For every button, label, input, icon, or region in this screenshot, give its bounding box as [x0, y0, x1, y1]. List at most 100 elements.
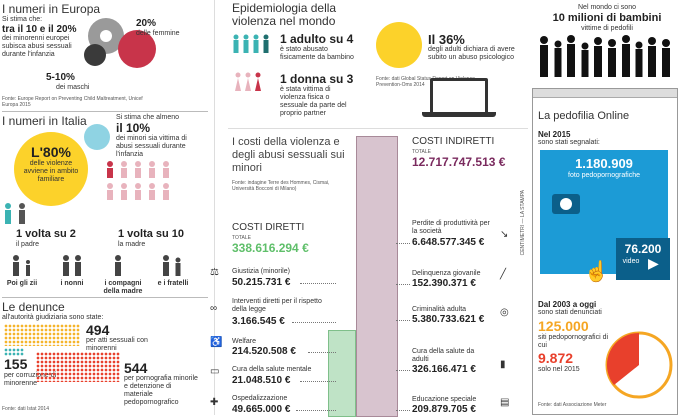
europa-circle-femmine — [118, 30, 156, 68]
italia-role-fratelli: e i fratelli — [157, 280, 189, 287]
italia-title: I numeri in Italia — [2, 114, 87, 128]
epidemiologia-femmine-figures — [235, 72, 261, 91]
costi-diretti-line-4 — [296, 410, 336, 411]
online-title: La pedofilia Online — [538, 110, 630, 122]
denunce-t3: per pornografia minorile e detenzione di… — [124, 375, 198, 406]
epidemiologia-psico-big: Il 36% — [428, 32, 465, 47]
europa-maschi-pct: 5-10% — [46, 72, 75, 83]
costi-diretti-label-2: Welfare — [232, 338, 256, 345]
costi-indiretti-value-2: 5.380.733.621 € — [412, 314, 485, 325]
italia-role-compagni: i compagni della madre — [103, 280, 143, 295]
denunce-n1: 494 — [86, 322, 110, 338]
costi-indiretti-value-4: 209.879.705 € — [412, 404, 476, 415]
costi-indiretti-bar — [356, 136, 398, 417]
online-since: Dal 2003 a oggi — [538, 300, 597, 309]
online-source: Fonte: dati Associazione Meter — [538, 402, 607, 408]
camera-lens — [560, 198, 572, 210]
denunce-title: Le denunce — [2, 300, 65, 314]
epidemiologia-femmine-big: 1 donna su 3 — [280, 72, 354, 86]
italia-circle-teal — [84, 124, 110, 150]
costi-indiretti-label-1: Delinquenza giovanile — [412, 270, 481, 277]
epidemiologia-maschi-figures — [233, 34, 269, 53]
italia-intro: Si stima che almeno — [116, 114, 180, 121]
epidemiologia-circle-yellow — [376, 22, 422, 68]
costi-diretti-total: 338.616.294 € — [232, 241, 309, 255]
costi-diretti-bar — [328, 330, 356, 417]
online-nuovi-num: 9.872 — [538, 350, 574, 366]
italia-madre-label: la madre — [118, 241, 146, 248]
costi-indiretti-total: 12.717.747.513 € — [412, 155, 506, 169]
bambini-post: vittime di pedofili — [581, 25, 633, 32]
costi-indiretti-line-2 — [396, 320, 410, 321]
costi-diretti-line-0 — [300, 283, 336, 284]
bambini-silhouettes — [540, 35, 670, 77]
costi-indiretti-label-2: Criminalità adulta — [412, 306, 467, 313]
costi-indiretti-total-label: TOTALE — [412, 149, 431, 155]
costi-indiretti-label-4: Educazione speciale — [412, 396, 477, 403]
divider-italia-denunce — [2, 297, 208, 298]
divider-epidemiologia-costi — [228, 128, 528, 129]
europa-main-text: dei minorenni europei subisca abusi sess… — [2, 35, 72, 58]
costi-indiretti-title: COSTI INDIRETTI — [412, 136, 495, 147]
online-video-label: video — [622, 258, 640, 265]
costi-diretti-label-3: Cura della salute mentale — [232, 366, 312, 373]
costi-indiretti-value-0: 6.648.577.345 € — [412, 237, 485, 248]
italia-role-nonni: i nonni — [60, 280, 84, 287]
online-siti-num: 125.000 — [538, 318, 589, 334]
epidemiologia-source: Fonte: dati Global Status Report on Viol… — [376, 76, 475, 88]
denunce-block-3 — [36, 352, 120, 382]
epidemiologia-maschi-big: 1 adulto su 4 — [280, 32, 354, 46]
hand-cursor-icon: ☝ — [584, 261, 609, 283]
denunce-n3: 544 — [124, 360, 148, 376]
costi-diretti-value-3: 21.048.510 € — [232, 375, 291, 386]
bambini-big: 10 milioni di bambini — [552, 12, 662, 24]
costi-diretti-label-1: Interventi diretti per il rispetto della… — [232, 298, 322, 313]
target-icon: ◎ — [500, 307, 509, 318]
costi-source: Fonte: indagine Terre des Hommes, Cismai… — [232, 180, 330, 192]
wheelchair-icon: ♿ — [210, 337, 223, 348]
hospital-icon: ✚ — [210, 397, 219, 408]
italia-padre-big: 1 volta su 2 — [16, 228, 76, 240]
italia-circle-big: L'80% — [31, 144, 71, 160]
costi-diretti-value-1: 3.166.545 € — [232, 316, 285, 327]
bambini-pre: Nel mondo ci sono — [578, 4, 636, 11]
italia-roles-figures — [13, 255, 181, 276]
costi-indiretti-line-1 — [396, 284, 410, 285]
europa-circle-inner — [100, 30, 112, 42]
online-year-text: sono stati segnalati: — [538, 139, 600, 146]
laptop-screen — [430, 78, 488, 116]
italia-pct-text: dei minori sia vittima di abusi sessuali… — [116, 135, 187, 158]
costi-diretti-line-1 — [292, 322, 336, 323]
costi-indiretti-line-0 — [396, 243, 410, 244]
europa-source: Fonte: Europe Report on Preventing Child… — [2, 96, 143, 108]
denunce-t2: per corruzione di minorenne — [4, 372, 57, 387]
europa-title: I numeri in Europa — [2, 2, 101, 16]
costi-diretti-label-4: Ospedalizzazione — [232, 395, 288, 402]
costi-indiretti-value-1: 152.390.371 € — [412, 278, 476, 289]
chart-down-icon: ↘ — [500, 229, 509, 240]
book-icon: ▤ — [500, 397, 510, 408]
costi-diretti-line-3 — [300, 381, 336, 382]
knife-icon: ╱ — [500, 269, 507, 280]
denunce-block-1 — [4, 324, 80, 346]
italia-figures-grid — [107, 161, 169, 200]
italia-pct: il 10% — [116, 121, 151, 135]
laptop-base — [422, 112, 496, 117]
online-nuovi-label: solo nel 2015 — [538, 366, 580, 373]
costi-indiretti-line-3 — [396, 370, 410, 371]
divider-left-column — [214, 0, 215, 415]
online-foto-label: foto pedopornografiche — [568, 172, 640, 179]
europa-maschi-label: dei maschi — [56, 84, 90, 91]
videocamera-icon: ▶ — [648, 255, 659, 271]
epidemiologia-psico-text: degli adulti dichiara di avere subito un… — [428, 46, 515, 61]
italia-madre-big: 1 volta su 10 — [118, 228, 185, 240]
denunce-n2: 155 — [4, 356, 28, 372]
costi-diretti-value-4: 49.665.000 € — [232, 404, 291, 415]
online-browser-bar — [533, 89, 677, 98]
costi-diretti-label-0: Giustizia (minorile) — [232, 268, 290, 275]
europa-main-big: tra il 10 e il 20% — [2, 24, 77, 35]
italia-circle-yellow — [14, 132, 88, 206]
denunce-t1: per atti sessuali con minorenni — [86, 337, 148, 352]
divider-europa-italia — [2, 111, 208, 112]
costi-diretti-line-2 — [308, 352, 336, 353]
